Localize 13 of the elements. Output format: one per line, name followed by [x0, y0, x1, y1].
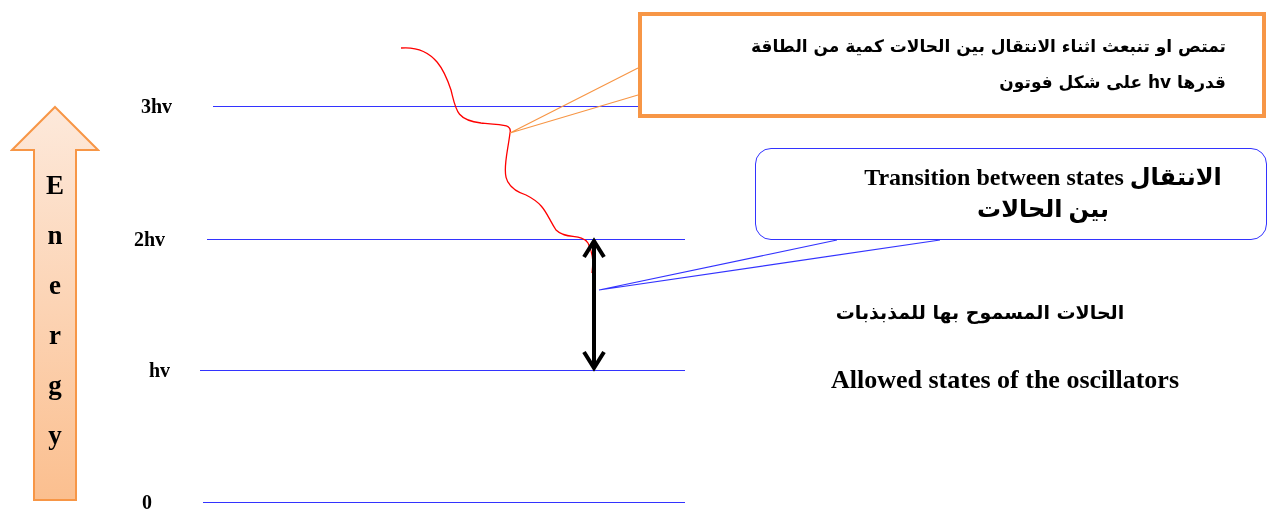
energy-level-label: 0 [142, 490, 152, 515]
callout-box [638, 12, 1266, 118]
energy-level-label: 2hv [133, 227, 165, 252]
callout-text: تمتص او تنبعث اثناء الانتقال بين الحالات كمية من الطاقة قدرها hv على شكل فوتون [750, 35, 1226, 94]
caption-text: Allowed states of the oscillators [829, 364, 1181, 396]
axis-label: Energy [45, 169, 65, 452]
energy-level-label: hv [148, 358, 170, 383]
leader-line [509, 67, 639, 134]
callout-text: الانتقال Transition between states بين الحالات [863, 163, 1223, 225]
callout-box [755, 148, 1267, 240]
double-arrow [582, 239, 606, 370]
caption-text: الحالات المسموح بها للمذبذبات [834, 300, 1126, 326]
energy-level-label: 3hv [140, 94, 172, 119]
